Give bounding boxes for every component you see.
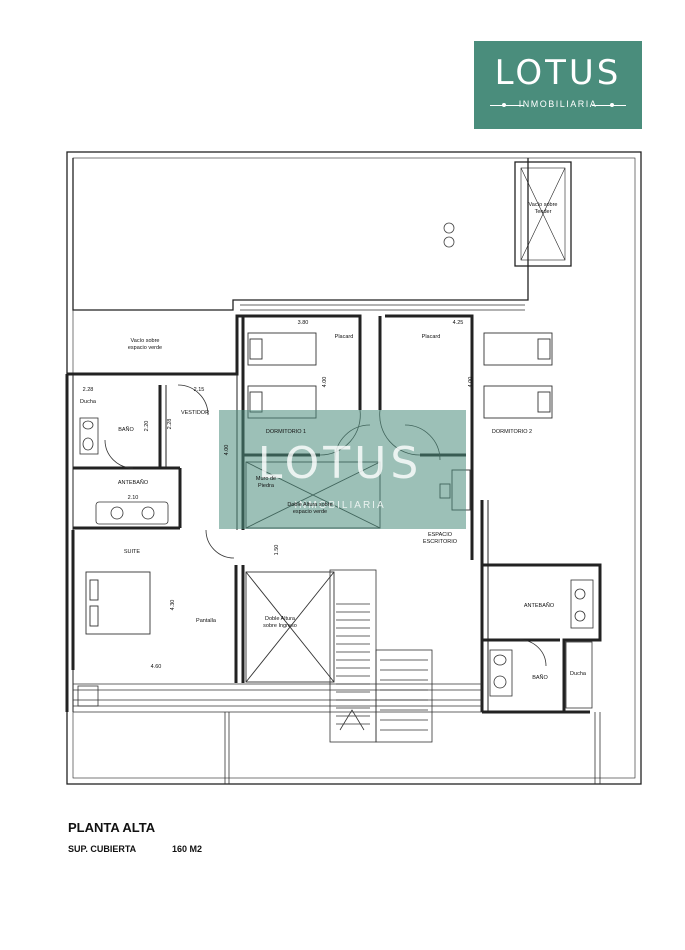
fixture-circle xyxy=(443,236,455,248)
bathroom-fixtures xyxy=(79,417,594,709)
label-antebano-2: ANTEBAÑO xyxy=(524,602,555,609)
dim-4-00-c: 4.00 xyxy=(224,445,230,456)
plan-title: PLANTA ALTA xyxy=(68,820,156,835)
brand-name: LOTUS xyxy=(494,53,622,93)
logo-dot-left xyxy=(502,103,506,107)
covered-area-value: 160 M2 xyxy=(172,844,203,854)
logo-dot-right xyxy=(610,103,614,107)
label-bano-2: BAÑO xyxy=(532,674,548,681)
dim-4-25: 4.25 xyxy=(453,320,464,326)
logo-divider-left xyxy=(490,105,524,106)
dim-4-00-b: 4.00 xyxy=(468,377,474,388)
dim-3-80: 3.80 xyxy=(298,320,309,326)
label-bano-1: BAÑO xyxy=(118,426,134,433)
brand-logo: LOTUS INMOBILIARIA xyxy=(474,41,642,129)
brand-subtitle: INMOBILIARIA xyxy=(518,99,598,109)
dim-4-00-a: 4.00 xyxy=(322,377,328,388)
label-antebano-1: ANTEBAÑO xyxy=(118,479,149,486)
label-placard-2: Placard xyxy=(422,334,441,340)
fixture-circle xyxy=(443,222,455,234)
label-ducha-2: Ducha xyxy=(570,671,587,677)
label-placard-1: Placard xyxy=(335,334,354,340)
dim-2-28-a: 2.28 xyxy=(83,387,94,393)
label-vestidor: VESTIDOR xyxy=(181,410,209,416)
covered-area-label: SUP. CUBIERTA xyxy=(68,844,137,854)
dim-2-15: 2.15 xyxy=(194,387,205,393)
dim-4-60: 4.60 xyxy=(151,664,162,670)
dim-1-50: 1.50 xyxy=(274,545,280,556)
watermark-name: LOTUS xyxy=(258,438,423,489)
dim-2-28-b: 2.28 xyxy=(167,419,173,430)
label-suite: SUITE xyxy=(124,549,141,555)
label-dormitorio-1: DORMITORIO 1 xyxy=(266,429,306,435)
dim-2-10: 2.10 xyxy=(128,495,139,501)
dimension-labels: 3.80 4.25 4.00 4.00 2.28 2.15 2.20 2.28 … xyxy=(83,320,474,670)
watermark-subtitle: INMOBILIARIA xyxy=(294,500,385,511)
interior-walls xyxy=(65,314,602,714)
label-dormitorio-2: DORMITORIO 2 xyxy=(492,429,532,435)
dim-4-30: 4.30 xyxy=(170,600,176,611)
staircase xyxy=(329,569,433,743)
label-ducha-1: Ducha xyxy=(80,399,97,405)
dim-2-20: 2.20 xyxy=(144,421,150,432)
logo-divider-right xyxy=(592,105,626,106)
watermark-box xyxy=(219,410,466,529)
label-pantalla: Pantalla xyxy=(196,618,217,624)
